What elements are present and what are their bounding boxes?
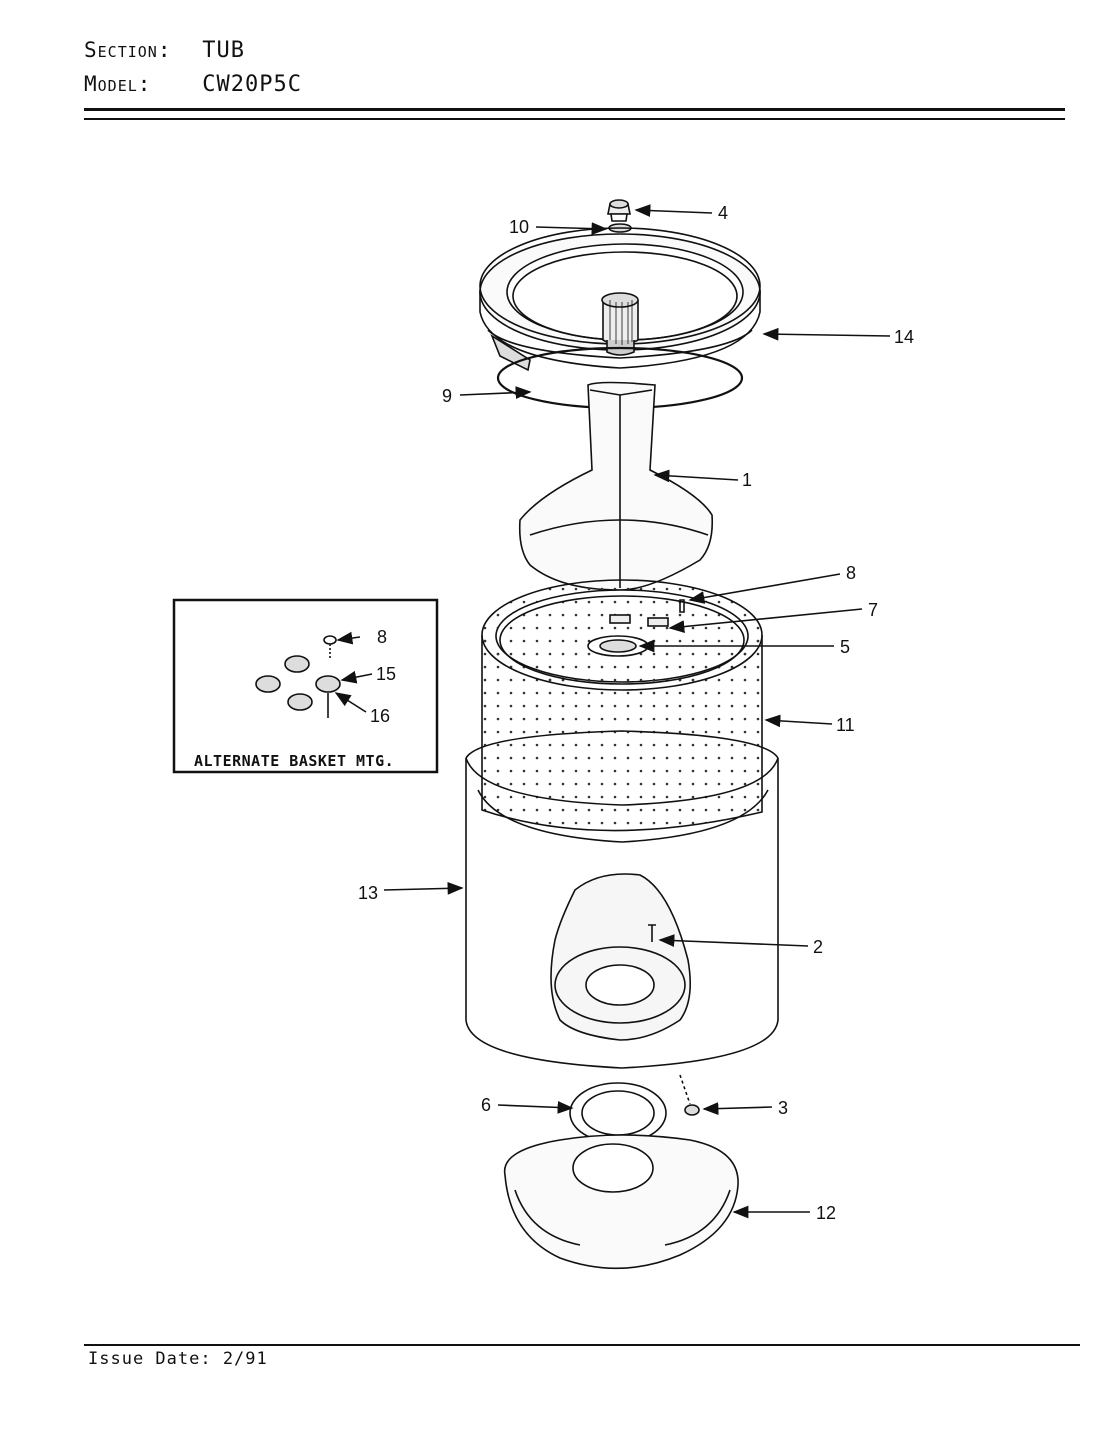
callout-8: 8 (846, 563, 856, 583)
inset-callout-16: 16 (370, 706, 390, 726)
model-label: Model: (84, 72, 152, 96)
callout-10: 10 (509, 217, 529, 237)
callout-4: 4 (718, 203, 728, 223)
callout-2: 2 (813, 937, 823, 957)
leader-lines (334, 204, 891, 1219)
part-6-flange (569, 1082, 667, 1144)
inset-alternate-basket-mtg (172, 598, 439, 774)
callout-12: 12 (816, 1203, 836, 1223)
callout-3: 3 (778, 1098, 788, 1118)
callout-6: 6 (481, 1095, 491, 1115)
part-12-base (503, 1134, 739, 1270)
part-3-bolt (679, 1074, 700, 1116)
callout-1: 1 (742, 470, 752, 490)
part-14-tub-ring (479, 227, 761, 372)
callout-14: 14 (894, 327, 914, 347)
callout-11: 11 (836, 715, 855, 735)
inset-caption: ALTERNATE BASKET MTG. (194, 752, 394, 770)
inset-callout-15: 15 (376, 664, 396, 684)
section-value: TUB (202, 38, 245, 63)
model-value: CW20P5C (202, 72, 302, 97)
header-rule-bottom (84, 118, 1065, 120)
issue-date: Issue Date: 2/91 (88, 1349, 268, 1369)
footer-rule (84, 1344, 1080, 1346)
part-1-agitator (518, 381, 714, 591)
model-heading: Model: CW20P5C (84, 72, 302, 97)
callout-13: 13 (358, 883, 378, 903)
section-heading: Section: TUB (84, 38, 245, 63)
inset-callout-8: 8 (377, 627, 387, 647)
header-rule-top (84, 108, 1065, 111)
callout-7: 7 (868, 600, 878, 620)
part-11-basket (481, 579, 763, 832)
part-4-cap (607, 199, 631, 222)
inset-parts (255, 635, 341, 718)
part-13-outer-tub (465, 730, 779, 1069)
section-label: Section: (84, 38, 172, 62)
callout-5: 5 (840, 637, 850, 657)
callout-9: 9 (442, 386, 452, 406)
